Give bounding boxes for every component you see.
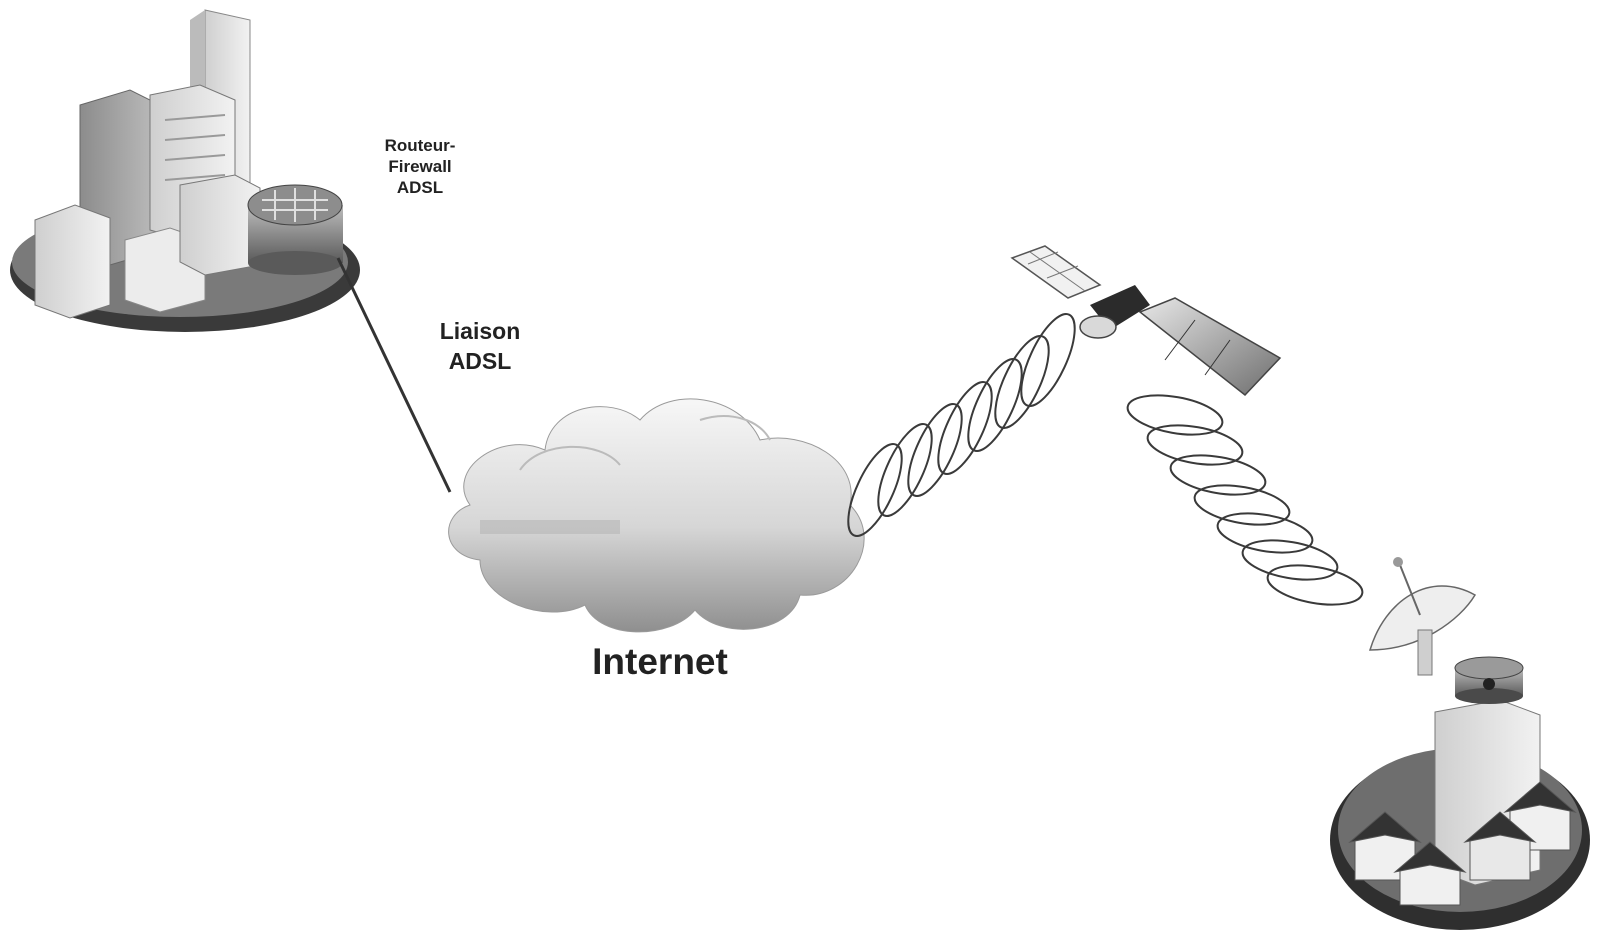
adsl-link-label: Liaison ADSL — [420, 316, 540, 376]
remote-village-icon — [1330, 700, 1590, 930]
router-label-line1: Routeur- — [355, 135, 485, 156]
link-label-line1: Liaison — [420, 316, 540, 346]
internet-cloud-icon — [449, 399, 865, 632]
router-firewall-icon — [248, 185, 343, 275]
city-buildings-icon — [10, 10, 360, 332]
router-label-line2: Firewall — [355, 156, 485, 177]
remote-router-icon — [1455, 657, 1523, 704]
router-firewall-label: Routeur- Firewall ADSL — [355, 135, 485, 198]
router-label-line3: ADSL — [355, 177, 485, 198]
link-label-line2: ADSL — [420, 346, 540, 376]
uplink-wave-icon — [838, 307, 1086, 543]
downlink-wave-icon — [1125, 389, 1366, 611]
satellite-dish-icon — [1370, 557, 1475, 675]
internet-label: Internet — [560, 640, 760, 684]
